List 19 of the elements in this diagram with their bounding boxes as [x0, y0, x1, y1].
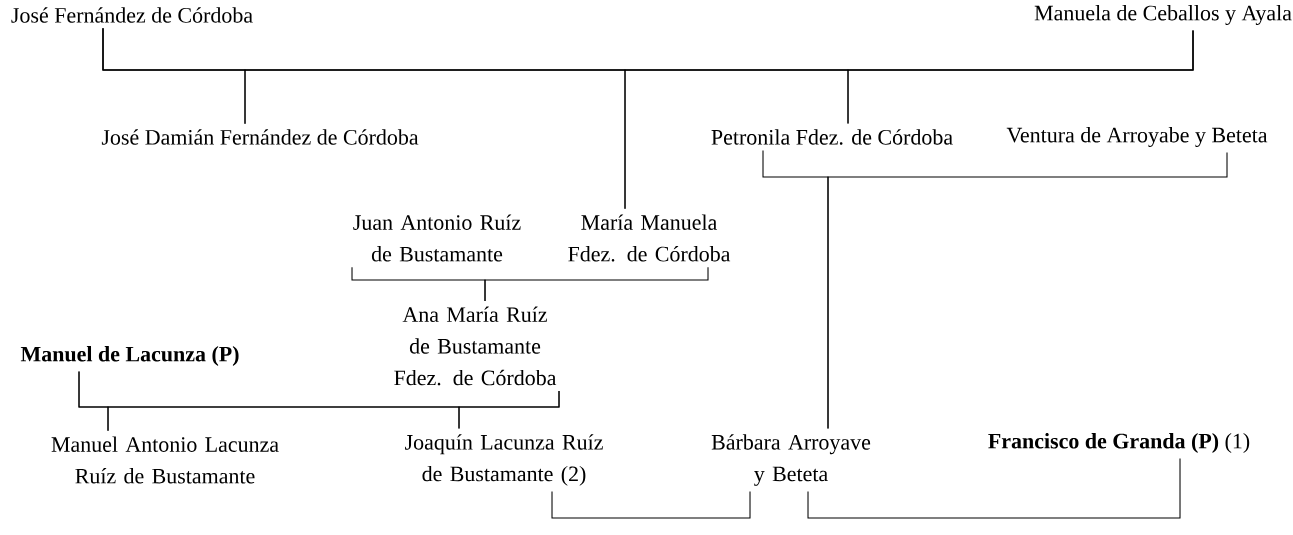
person-name: Manuel de Lacunza (P): [20, 346, 239, 366]
person-name: María Manuela Fdez. de Córdoba: [568, 214, 731, 262]
person-name: Joaquín Lacunza Ruíz de Bustamante (2): [405, 434, 603, 486]
family-line: [484, 266, 709, 302]
family-line: [847, 30, 1194, 125]
family-line: [551, 490, 751, 519]
person-name: Petronila Fdez. de Córdoba: [711, 129, 953, 145]
family-line: [807, 458, 1181, 519]
person-name: Francisco de Granda (P) (1): [988, 433, 1250, 453]
person-name: Manuela de Ceballos y Ayala: [1034, 5, 1292, 25]
person-name: José Fernández de Córdoba: [11, 7, 253, 23]
person-name: Manuel Antonio Lacunza Ruíz de Bustamante: [51, 436, 279, 484]
person-name: Bárbara Arroyave y Beteta: [711, 434, 871, 486]
person-name: Juan Antonio Ruíz de Bustamante: [353, 214, 521, 262]
person-name: José Damián Fernández de Córdoba: [101, 129, 419, 145]
family-line: [827, 152, 1228, 430]
person-name: Ventura de Arroyabe y Beteta: [1006, 127, 1268, 147]
person-name: Ana María Ruíz de Bustamante Fdez. de Córdoba: [394, 306, 557, 386]
family-line: [458, 390, 560, 430]
